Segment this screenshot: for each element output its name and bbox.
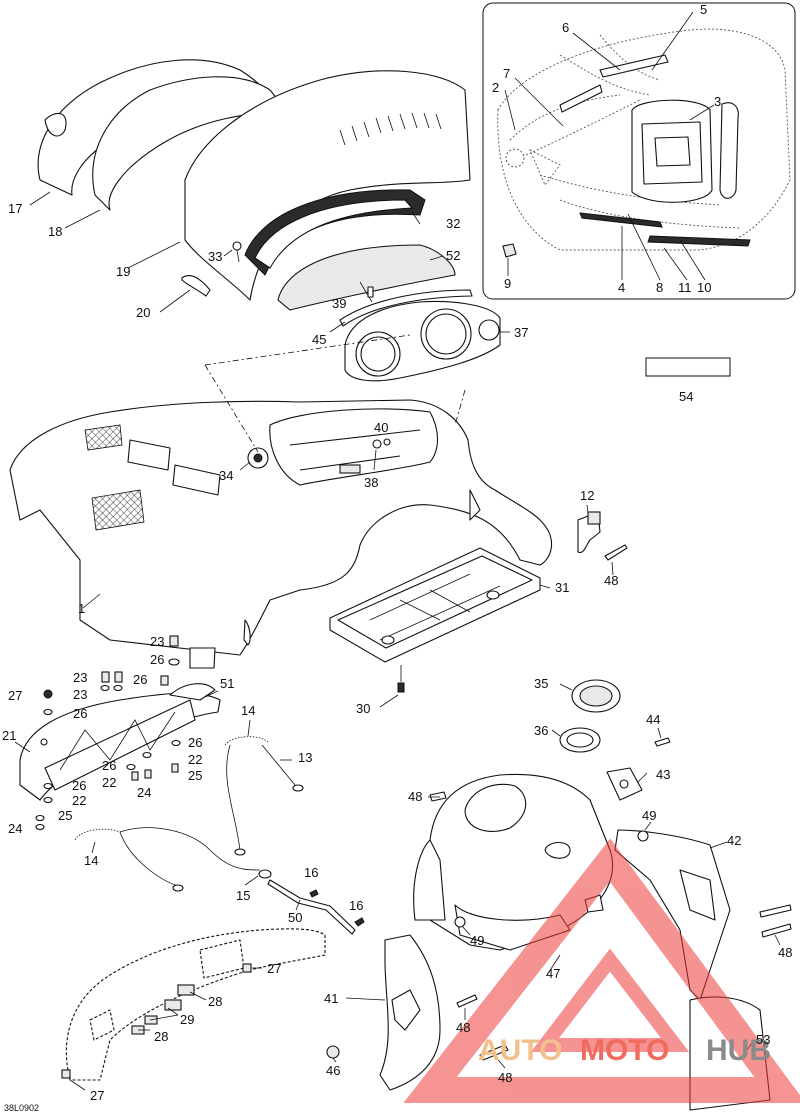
callout-20: 20 (136, 305, 150, 320)
callout-51: 51 (220, 676, 234, 691)
callout-21: 21 (2, 728, 16, 743)
callout-26e: 26 (102, 758, 116, 773)
tray-31-group (329, 547, 551, 708)
callout-43: 43 (656, 767, 670, 782)
callout-23b: 23 (73, 670, 87, 685)
callout-27b: 27 (267, 961, 281, 976)
callout-11: 11 (678, 280, 692, 295)
fastener-stack (35, 635, 181, 831)
callout-47: 47 (546, 966, 560, 981)
callout-34: 34 (219, 468, 233, 483)
callout-26f: 26 (72, 778, 86, 793)
callout-5: 5 (700, 2, 707, 17)
bracket-12-group (577, 504, 628, 576)
callout-37: 37 (514, 325, 528, 340)
callout-12: 12 (580, 488, 594, 503)
callout-32: 32 (446, 216, 460, 231)
callout-25b: 25 (58, 808, 72, 823)
callout-49b: 49 (470, 933, 484, 948)
callout-17: 17 (8, 201, 22, 216)
cable-spring-group (74, 719, 365, 935)
watermark-hub: HUB (706, 1034, 771, 1067)
callout-4: 4 (618, 280, 625, 295)
callout-3: 3 (714, 94, 721, 109)
callout-23a: 23 (150, 634, 164, 649)
callout-22c: 22 (72, 793, 86, 808)
support-bracket-group (14, 635, 221, 831)
callout-50: 50 (288, 910, 302, 925)
callout-16a: 16 (304, 865, 318, 880)
callout-33: 33 (208, 249, 222, 264)
callouts: 1 2 3 4 5 6 7 8 9 10 11 12 13 14 14 15 1… (2, 2, 792, 1103)
decal-inset-panel (482, 2, 796, 300)
callout-7: 7 (503, 66, 510, 81)
side-panels-group (29, 59, 471, 313)
gauge-bezel-group (329, 281, 510, 382)
callout-30: 30 (356, 701, 370, 716)
callout-38: 38 (364, 475, 378, 490)
callout-48d: 48 (456, 1020, 470, 1035)
callout-48e: 48 (498, 1070, 512, 1085)
callout-42: 42 (727, 833, 741, 848)
callout-15: 15 (236, 888, 250, 903)
watermark-moto: MOTO (580, 1034, 669, 1067)
callout-26c: 26 (73, 706, 87, 721)
callout-26a: 26 (150, 652, 164, 667)
callout-45: 45 (312, 332, 326, 347)
callout-22b: 22 (102, 775, 116, 790)
callout-24a: 24 (137, 785, 151, 800)
callout-48c: 48 (778, 945, 792, 960)
callout-27a: 27 (8, 688, 22, 703)
callout-25a: 25 (188, 768, 202, 783)
callout-22a: 22 (188, 752, 202, 767)
watermark (403, 838, 800, 1103)
callout-46: 46 (326, 1063, 340, 1078)
callout-6: 6 (562, 20, 569, 35)
callout-39: 39 (332, 296, 346, 311)
callout-28b: 28 (154, 1029, 168, 1044)
callout-16b: 16 (349, 898, 363, 913)
callout-48a: 48 (408, 789, 422, 804)
callout-8: 8 (656, 280, 663, 295)
callout-31: 31 (555, 580, 569, 595)
watermark-text: AUTO MOTO HUB (478, 1034, 771, 1067)
callout-44: 44 (646, 712, 660, 727)
callout-13: 13 (298, 750, 312, 765)
callout-36: 36 (534, 723, 548, 738)
label-54-box (645, 357, 731, 377)
callout-9: 9 (504, 276, 511, 291)
callout-48b: 48 (604, 573, 618, 588)
drawing-code: 38L0902 (4, 1103, 39, 1113)
front-hood-group (9, 334, 552, 656)
callout-1: 1 (78, 601, 85, 616)
callout-10: 10 (697, 280, 711, 295)
callout-2: 2 (492, 80, 499, 95)
callout-54: 54 (679, 389, 693, 404)
callout-52: 52 (446, 248, 460, 263)
callout-23c: 23 (73, 687, 87, 702)
callout-53: 53 (756, 1032, 770, 1047)
callout-18: 18 (48, 224, 62, 239)
watermark-triangle (403, 838, 800, 1103)
callout-14a: 14 (241, 703, 255, 718)
callout-35: 35 (534, 676, 548, 691)
rear-handle-group (61, 928, 326, 1091)
callout-14b: 14 (84, 853, 98, 868)
callout-28a: 28 (208, 994, 222, 1009)
callout-29: 29 (180, 1012, 194, 1027)
callout-26d: 26 (188, 735, 202, 750)
callout-41: 41 (324, 991, 338, 1006)
callout-49a: 49 (642, 808, 656, 823)
callout-40: 40 (374, 420, 388, 435)
callout-24b: 24 (8, 821, 22, 836)
watermark-auto: AUTO (478, 1034, 562, 1067)
callout-27c: 27 (90, 1088, 104, 1103)
vent-slots (339, 112, 442, 146)
callout-26b: 26 (133, 672, 147, 687)
callout-19: 19 (116, 264, 130, 279)
